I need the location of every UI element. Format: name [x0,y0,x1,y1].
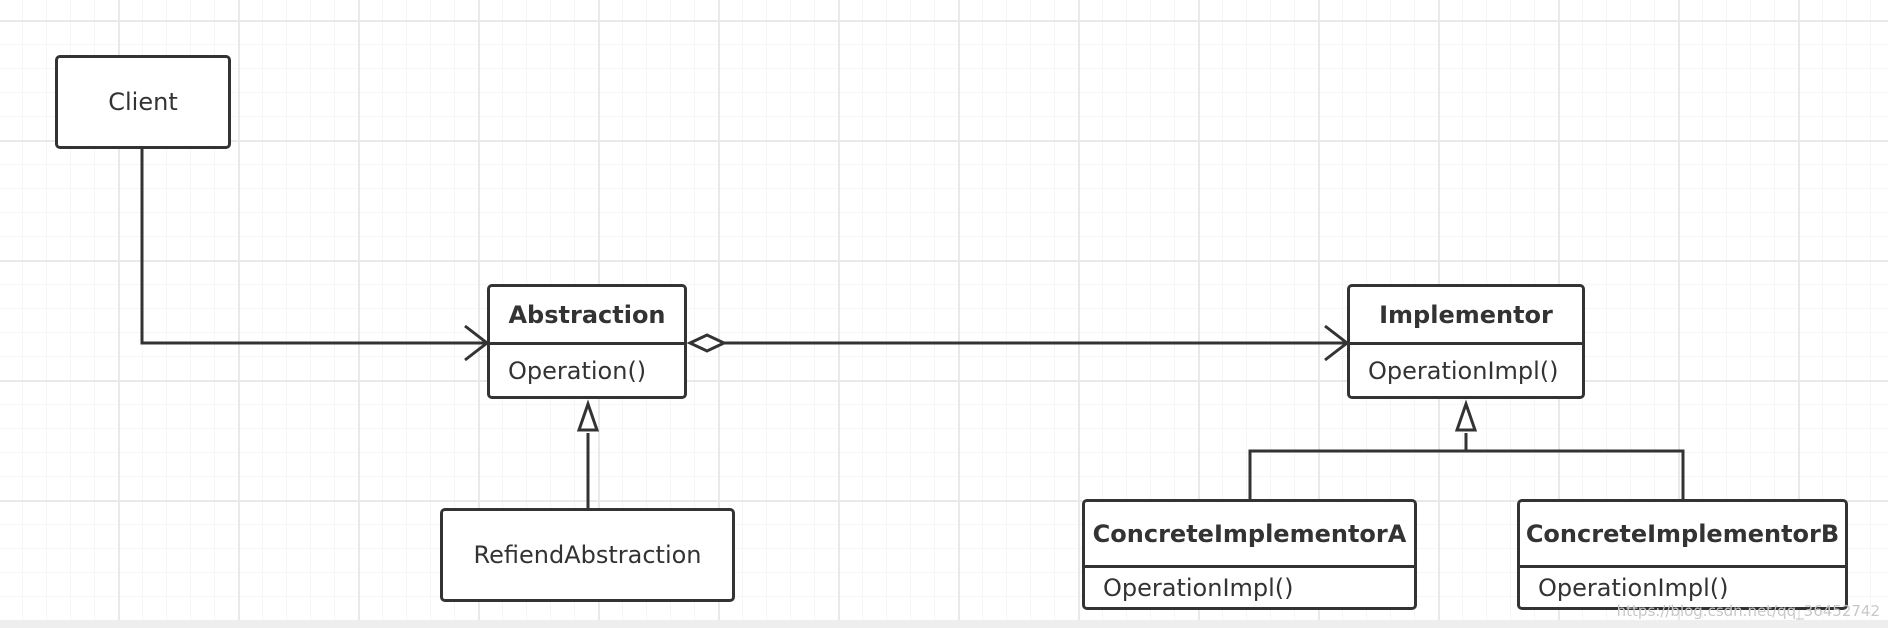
abstraction-operation: Operation() [508,356,647,385]
watermark-text: https://blog.csdn.net/qq_36452742 [1616,602,1880,620]
refined-abstraction-node[interactable]: RefiendAbstraction [440,508,735,602]
implementor-class-name: Implementor [1350,287,1582,345]
refined-abstraction-label: RefiendAbstraction [473,541,702,569]
concrete-implementor-a-class-name: ConcreteImplementorA [1085,502,1414,568]
canvas-bottom-band [0,620,1888,628]
concrete-a-generalization-line [1248,449,1466,499]
client-node[interactable]: Client [55,55,231,149]
concrete-implementor-b-class[interactable]: ConcreteImplementorB OperationImpl() [1517,499,1848,610]
implementor-generalization-triangle [1454,399,1478,432]
client-label: Client [108,88,178,116]
implementor-class[interactable]: Implementor OperationImpl() [1347,284,1585,399]
concrete-implementor-a-operation: OperationImpl() [1103,573,1294,602]
client-association-line [140,149,487,345]
concrete-b-generalization-line [1466,449,1685,499]
concrete-implementor-b-class-name: ConcreteImplementorB [1520,502,1845,568]
abstraction-class-name: Abstraction [490,287,684,345]
abstraction-class[interactable]: Abstraction Operation() [487,284,687,399]
aggregation-diamond [686,333,728,353]
refined-generalization-triangle [576,399,600,432]
concrete-implementor-a-class[interactable]: ConcreteImplementorA OperationImpl() [1082,499,1417,610]
concrete-implementor-b-operation: OperationImpl() [1538,573,1729,602]
implementor-operation: OperationImpl() [1368,356,1559,385]
